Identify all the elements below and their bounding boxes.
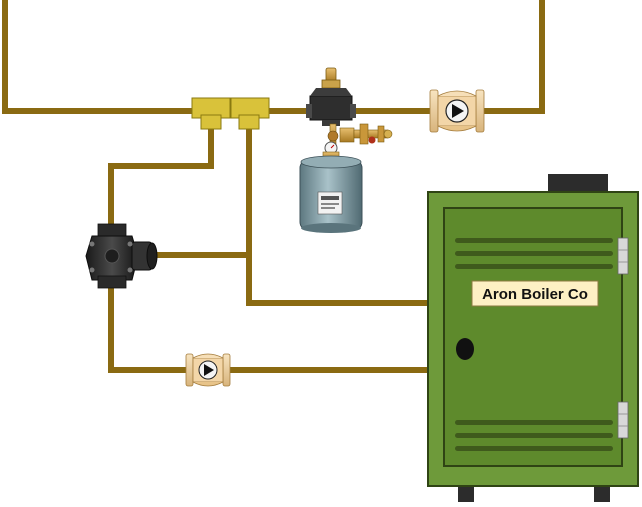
boiler-nameplate <box>471 280 599 307</box>
boiler-vent-bottom <box>455 420 613 451</box>
boiler-vent-top <box>455 238 613 269</box>
fill-valve-assembly <box>322 123 393 161</box>
expansion-tank <box>299 155 363 233</box>
boiler-leg <box>458 484 474 502</box>
branch-piping <box>108 125 428 373</box>
boiler-circulator <box>185 353 231 387</box>
boiler-label: Aron Boiler Co <box>482 286 588 303</box>
boiler-door-panel <box>443 207 623 467</box>
flow-direction-arrow-icon <box>204 364 214 376</box>
boiler-leg <box>594 484 610 502</box>
system-circulator <box>429 89 485 133</box>
boiler-flue-collar <box>548 174 608 192</box>
boiler: Aron Boiler Co <box>427 174 639 502</box>
door-hinge-icon <box>617 237 629 275</box>
air-separator <box>306 67 356 126</box>
mixing-valve <box>85 223 158 289</box>
flow-direction-arrow-icon <box>452 104 464 118</box>
closely-spaced-tees <box>191 97 270 130</box>
boiler-door-knob-icon[interactable] <box>456 338 474 360</box>
door-hinge-icon <box>617 401 629 439</box>
main-loop-pipe <box>2 0 545 114</box>
